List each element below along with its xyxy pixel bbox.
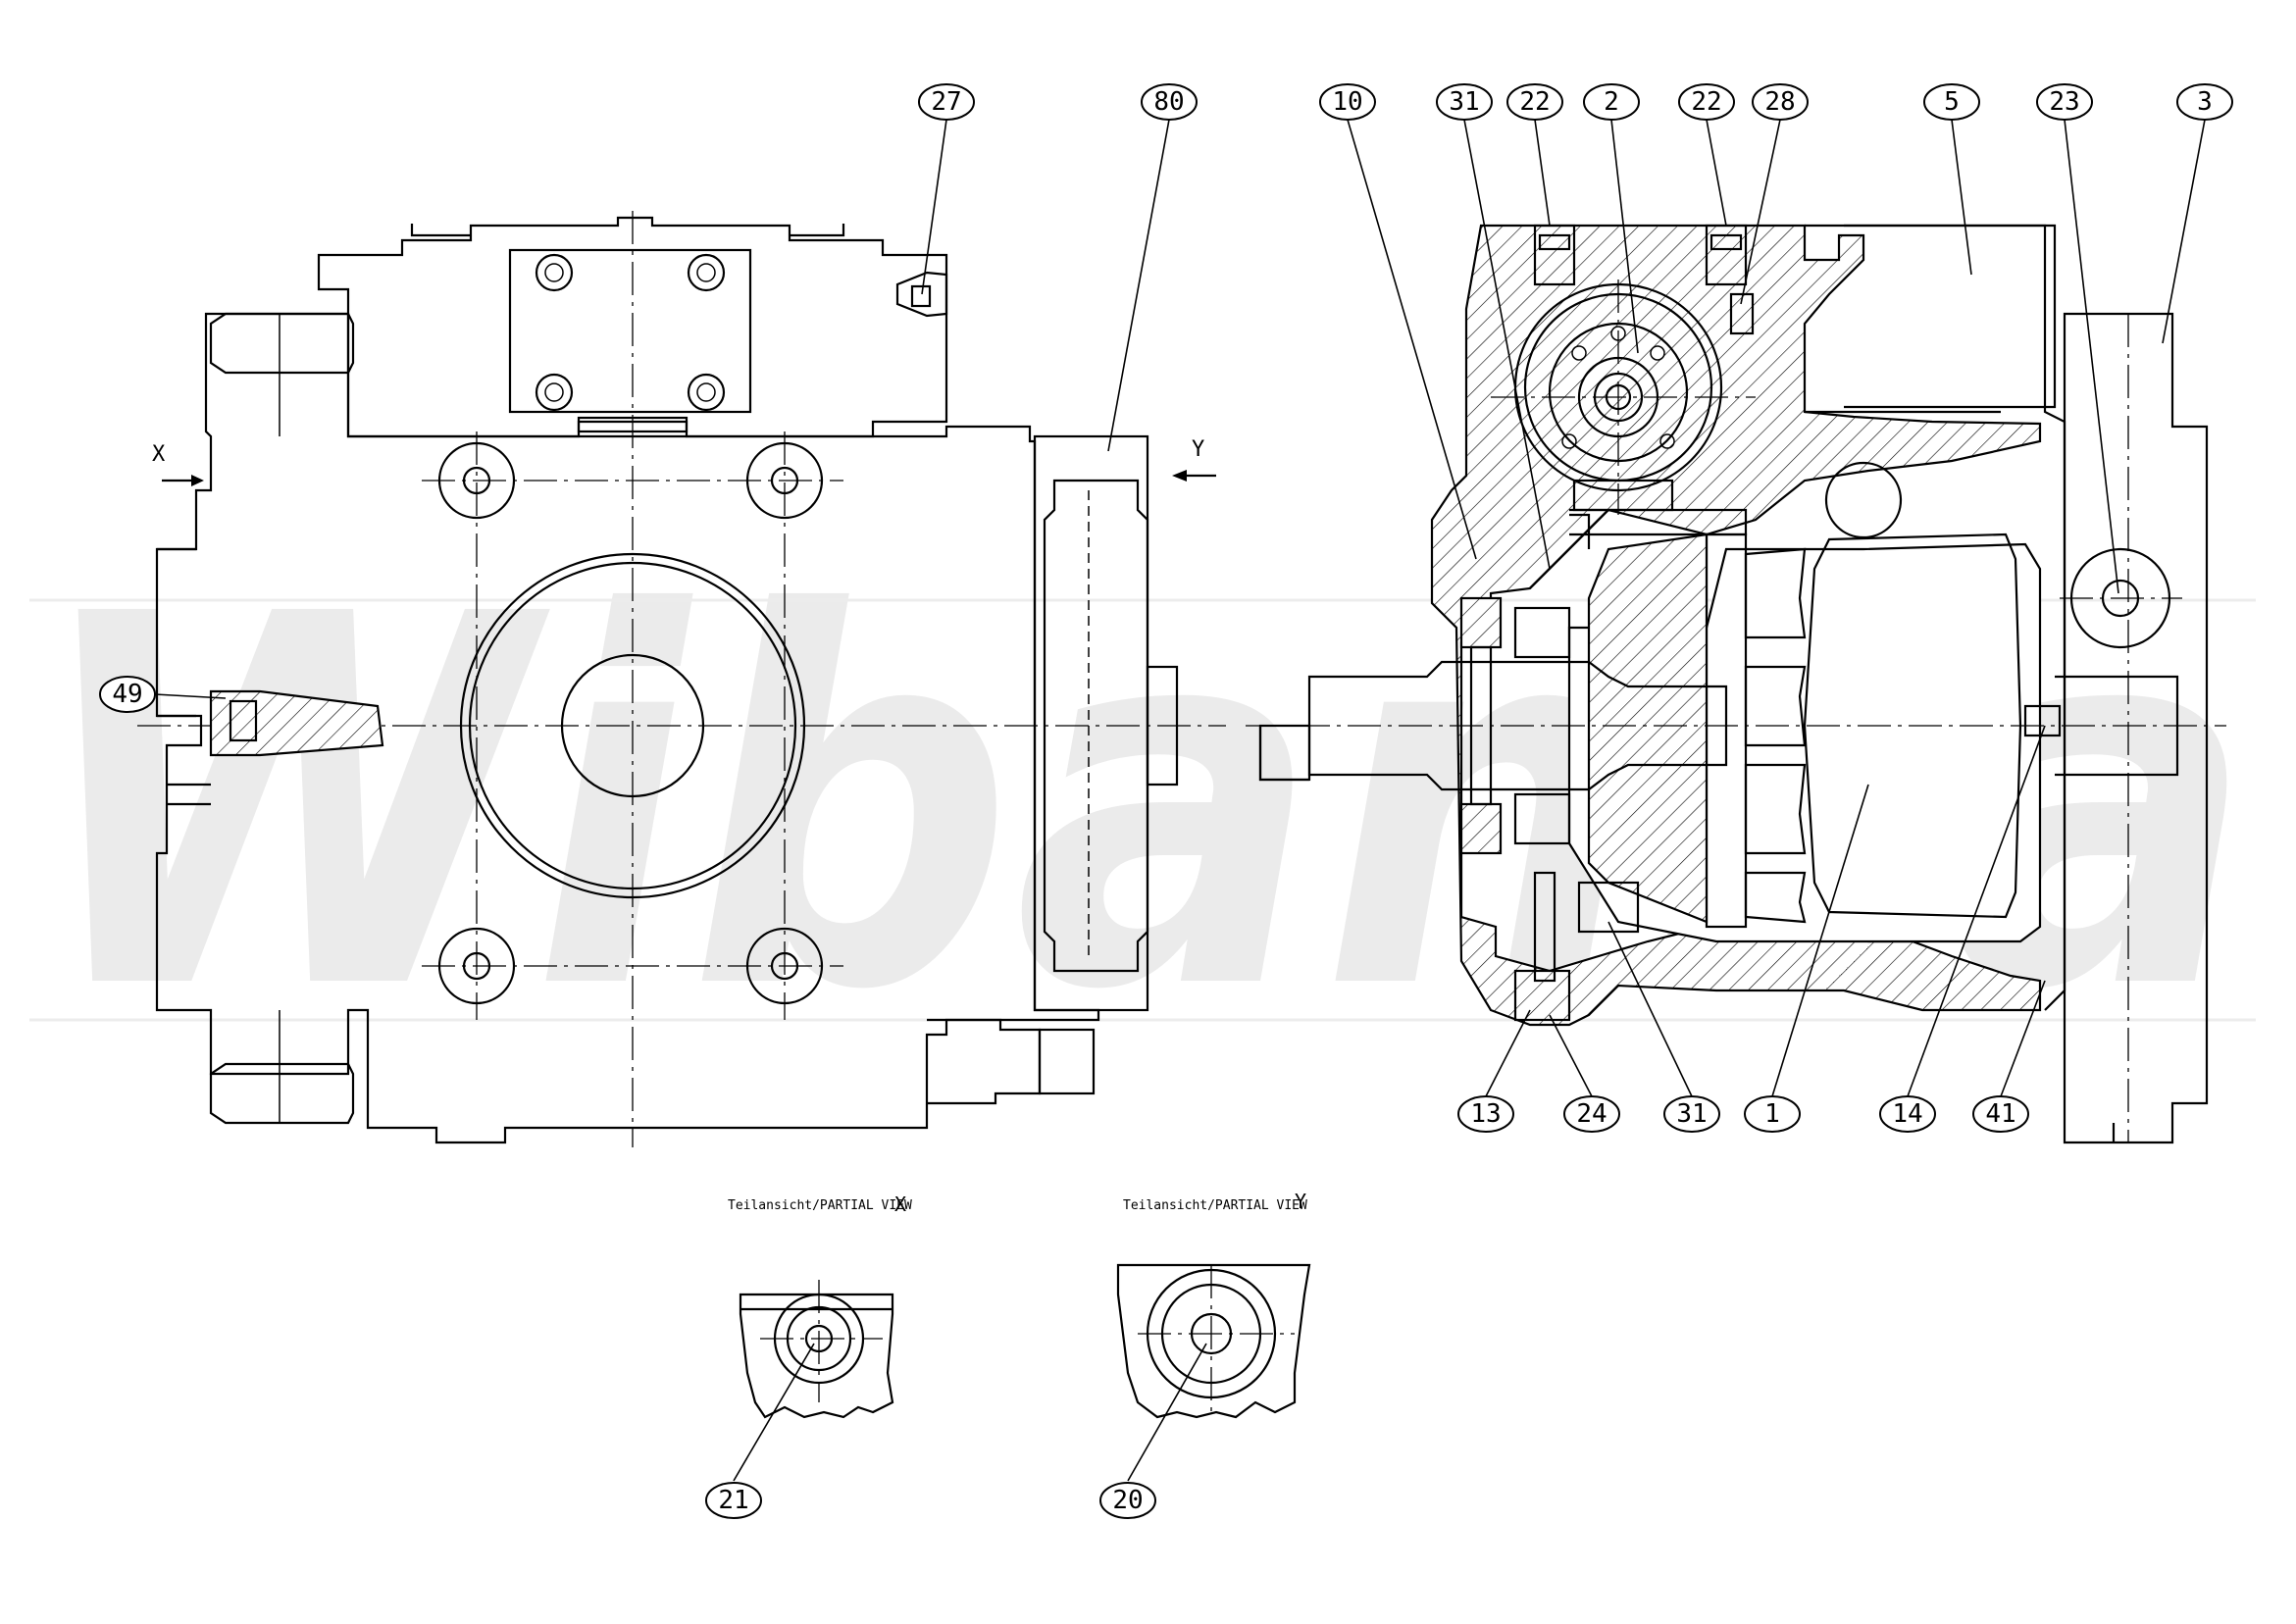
- svg-text:10: 10: [1332, 87, 1362, 117]
- svg-text:41: 41: [1985, 1099, 2015, 1129]
- partial-view-x-caption: Teilansicht/PARTIAL VIEW: [728, 1198, 912, 1213]
- front-bearing: [1459, 596, 1571, 855]
- end-view: X Y: [137, 211, 1226, 1147]
- balloon-14: 14: [1879, 1095, 1936, 1133]
- svg-text:3: 3: [2197, 87, 2213, 117]
- svg-text:14: 14: [1892, 1099, 1922, 1129]
- svg-text:Y: Y: [1192, 437, 1204, 462]
- balloon-80: 80: [1141, 83, 1198, 121]
- svg-text:5: 5: [1944, 87, 1960, 117]
- svg-text:X: X: [152, 442, 166, 467]
- balloon-27: 27: [918, 83, 975, 121]
- leader-lines: [154, 119, 2206, 1482]
- svg-text:13: 13: [1470, 1099, 1501, 1129]
- bolt-group-top: [535, 253, 726, 412]
- balloon-23: 23: [2036, 83, 2093, 121]
- svg-text:2: 2: [1604, 87, 1619, 117]
- balloon-20: 20: [1099, 1482, 1156, 1519]
- partial-view-y: Teilansicht/PARTIAL VIEW Y: [1116, 1190, 1311, 1419]
- section-view: [1246, 224, 2226, 1144]
- drive-shaft: [1307, 660, 1728, 791]
- balloon-22-left: 22: [1506, 83, 1563, 121]
- view-arrow-x: X: [152, 442, 204, 486]
- balloon-3: 3: [2176, 83, 2233, 121]
- svg-text:27: 27: [931, 87, 961, 117]
- balloon-22-right: 22: [1678, 83, 1735, 121]
- balloon-28: 28: [1752, 83, 1809, 121]
- balloon-21: 21: [705, 1482, 762, 1519]
- svg-text:31: 31: [1676, 1099, 1707, 1129]
- partial-view-y-letter: Y: [1295, 1190, 1306, 1213]
- svg-text:24: 24: [1576, 1099, 1607, 1129]
- balloon-24: 24: [1563, 1095, 1620, 1133]
- balloon-10: 10: [1319, 83, 1376, 121]
- svg-text:31: 31: [1449, 87, 1479, 117]
- partial-view-x: Teilansicht/PARTIAL VIEW X: [728, 1193, 912, 1419]
- cylinder-block: [1803, 533, 2022, 919]
- svg-text:21: 21: [718, 1486, 748, 1515]
- svg-text:23: 23: [2049, 87, 2079, 117]
- svg-text:80: 80: [1153, 87, 1184, 117]
- balloon-49: 49: [99, 676, 156, 713]
- svg-text:49: 49: [112, 680, 142, 709]
- balloon-41: 41: [1972, 1095, 2029, 1133]
- balloon-31-top: 31: [1436, 83, 1493, 121]
- svg-text:1: 1: [1764, 1099, 1780, 1129]
- svg-text:28: 28: [1764, 87, 1795, 117]
- partial-view-x-letter: X: [894, 1193, 906, 1216]
- balloon-31-bottom: 31: [1663, 1095, 1720, 1133]
- balloon-5: 5: [1923, 83, 1980, 121]
- svg-text:20: 20: [1112, 1486, 1143, 1515]
- view-arrow-y: Y: [1172, 437, 1216, 482]
- balloon-13: 13: [1457, 1095, 1514, 1133]
- balloon-1: 1: [1744, 1095, 1801, 1133]
- partial-view-y-caption: Teilansicht/PARTIAL VIEW: [1123, 1198, 1307, 1213]
- balloon-2: 2: [1583, 83, 1640, 121]
- svg-text:22: 22: [1519, 87, 1550, 117]
- svg-text:22: 22: [1691, 87, 1721, 117]
